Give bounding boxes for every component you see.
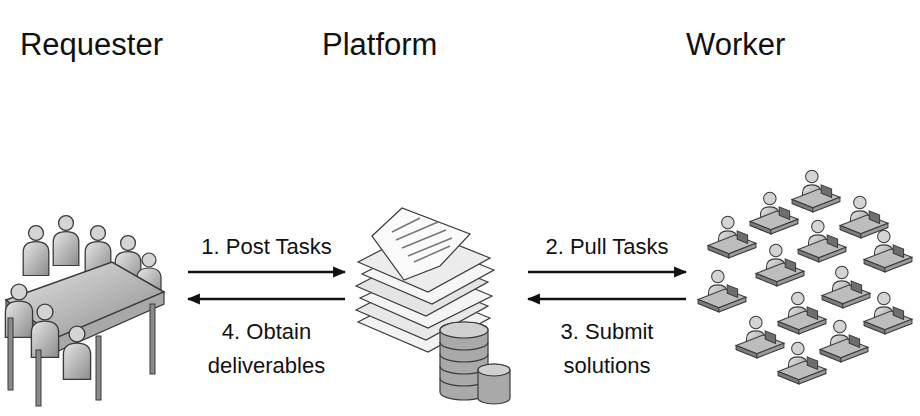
worker-illustration [698,170,912,384]
actor-heading: Worker [686,26,920,63]
flow-arrow [188,271,345,274]
flow-arrow [528,271,686,274]
flow-arrow [188,298,345,301]
step-label: 1. Post Tasks [201,230,331,264]
actor-group: Platform [322,26,526,410]
step-label: 2. Pull Tasks [545,230,668,264]
actor-group: Worker [686,26,920,386]
actor-group: Requester [0,26,183,410]
step-label: 4. Obtain deliverables [197,315,337,383]
platform-illustration [356,208,510,404]
flow-arrow [528,298,686,301]
step-label: 3. Submit solutions [537,315,677,383]
actor-heading: Platform [322,26,526,63]
requester-illustration [5,216,164,406]
actor-heading: Requester [0,26,183,63]
